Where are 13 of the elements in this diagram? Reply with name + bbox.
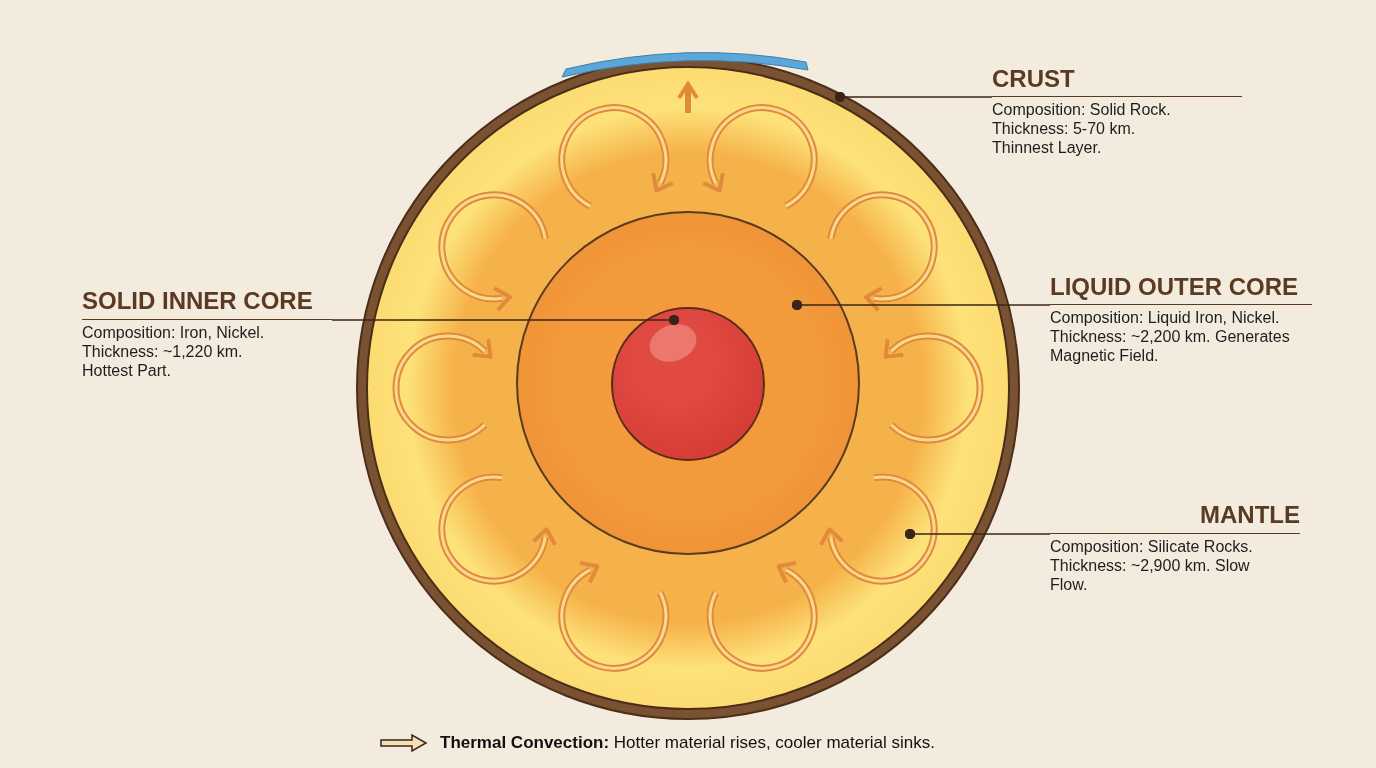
layer-heading: LIQUID OUTER CORE: [1050, 272, 1312, 305]
leader-line: [904, 528, 1051, 540]
leader-line: [331, 314, 680, 326]
layer-heading: CRUST: [992, 64, 1242, 97]
layer-description: Composition: Solid Rock. Thickness: 5-70 km. Thinnest Layer.: [992, 100, 1172, 157]
layer-heading: SOLID INNER CORE: [82, 286, 332, 320]
leader-line: [834, 91, 993, 103]
layer-description: Composition: Iron, Nickel. Thickness: ~1,220 km. Hottest Part.: [82, 323, 266, 380]
legend-text: Thermal Convection: Hotter material rises, cooler material sinks.: [440, 732, 936, 754]
layer-heading: MANTLE: [1050, 500, 1300, 534]
layer-description: Composition: Silicate Rocks. Thickness: ~2,900 km. Slow Flow.: [1050, 537, 1254, 594]
leader-line: [791, 299, 1051, 311]
layer-description: Composition: Liquid Iron, Nickel. Thickness: ~2,200 km. Generates Magnetic Field.: [1050, 308, 1291, 365]
